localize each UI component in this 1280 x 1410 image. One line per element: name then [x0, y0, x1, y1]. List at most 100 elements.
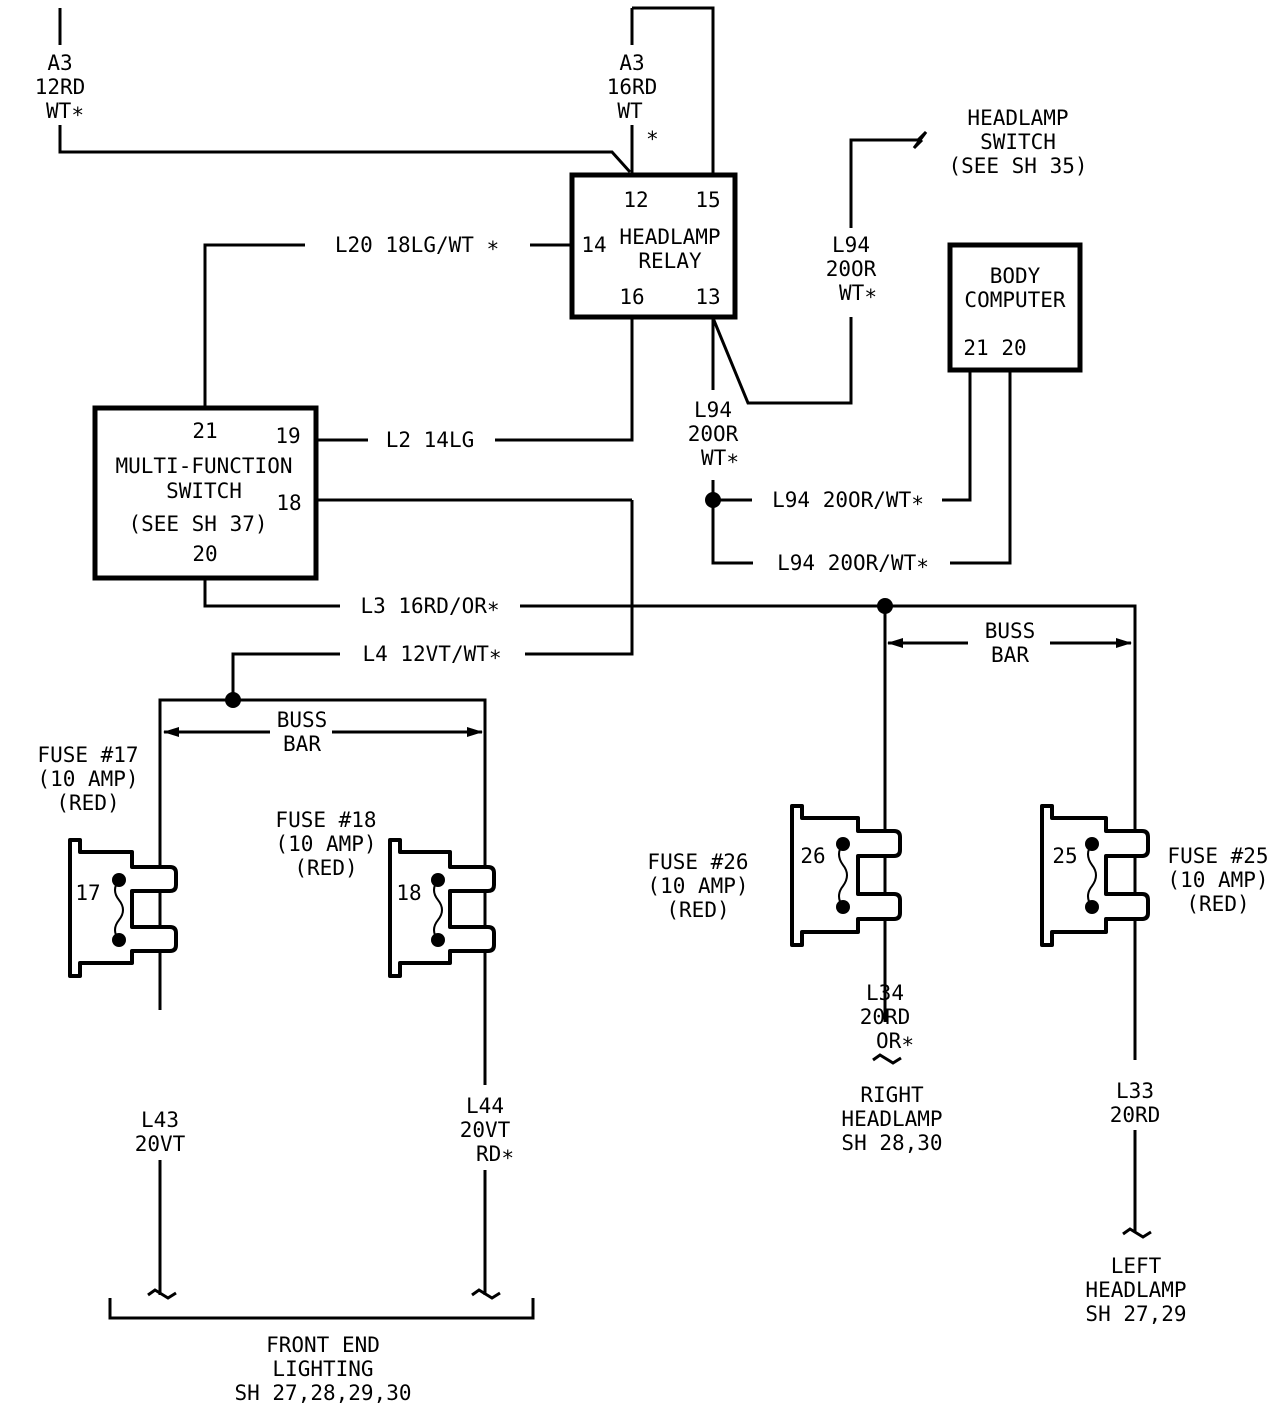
label-l94-to-bc20: L94 20OR/WT∗ — [777, 551, 929, 575]
sheet-reference: SH 28,30 — [841, 1131, 942, 1155]
label-l94-lower: L94 20OR WT∗ — [688, 398, 739, 470]
wire-gauge-color: 20RD — [860, 1005, 911, 1029]
label-l3: L3 16RD/OR∗ — [360, 594, 499, 618]
relay-pin-13: 13 — [695, 285, 720, 309]
wire-gauge-color: 20RD — [1110, 1103, 1161, 1127]
wire-gauge-color: 16RD — [607, 75, 658, 99]
wire-tracer: WT — [617, 99, 643, 123]
relay-pin-12: 12 — [623, 188, 648, 212]
label-l20: L20 18LG/WT ∗ — [335, 233, 499, 257]
component-name: SWITCH — [980, 130, 1056, 154]
buss-bar-text: BUSS — [985, 619, 1036, 643]
wire-code: A3 — [47, 51, 72, 75]
wire-code: L44 — [466, 1094, 504, 1118]
wire-gauge-color: 20VT — [460, 1118, 511, 1142]
switch-title: SWITCH — [166, 479, 242, 503]
label-l94-upper: L94 20OR WT∗ — [826, 233, 877, 305]
label-fuse-26: FUSE #26 (10 AMP) (RED) 26 — [647, 844, 825, 922]
wire-tracer-star: ∗ — [646, 123, 659, 147]
label-fuse-18: FUSE #18 (10 AMP) (RED) 18 — [275, 808, 421, 905]
wire-l4 — [158, 498, 634, 1085]
wire-tracer: WT∗ — [46, 99, 84, 123]
label-l43: L43 20VT — [135, 1108, 186, 1156]
switch-pin-21: 21 — [192, 419, 217, 443]
wire-a3-16rd — [630, 6, 715, 175]
splice-dot-l4 — [225, 692, 241, 708]
wire-tracer: WT∗ — [701, 446, 739, 470]
wire-l20 — [203, 243, 572, 408]
destination-name: LEFT — [1111, 1254, 1162, 1278]
fuse-title: FUSE #26 — [647, 850, 748, 874]
wire-tracer: RD∗ — [476, 1142, 514, 1166]
body-computer-title: BODY — [990, 264, 1041, 288]
body-computer-pins: 21 20 — [963, 336, 1026, 360]
relay-pin-16: 16 — [619, 285, 644, 309]
relay-title: RELAY — [638, 249, 702, 273]
relay-title: HEADLAMP — [619, 225, 720, 249]
label-front-end-lighting: FRONT END LIGHTING SH 27,28,29,30 — [234, 1333, 411, 1405]
destination-name: FRONT END — [266, 1333, 380, 1357]
fuse-rating: (10 AMP) — [647, 874, 748, 898]
switch-pin-19: 19 — [275, 424, 300, 448]
sheet-reference: (SEE SH 35) — [948, 154, 1087, 178]
label-fuse-25: FUSE #25 (10 AMP) (RED) 25 — [1052, 844, 1268, 916]
wire-l43-l44 — [147, 1160, 501, 1300]
destination-name: RIGHT — [860, 1083, 924, 1107]
label-left-headlamp: LEFT HEADLAMP SH 27,29 — [1085, 1254, 1186, 1326]
switch-pin-20: 20 — [192, 542, 217, 566]
multifunction-switch-box — [92, 405, 319, 581]
fuse-title: FUSE #18 — [275, 808, 376, 832]
wire-gauge-color: 20OR — [688, 422, 739, 446]
wire-code: L34 — [866, 981, 904, 1005]
label-l44: L44 20VT RD∗ — [460, 1094, 514, 1166]
fuse-26 — [790, 804, 902, 947]
wire-headlamp-switch — [711, 130, 928, 405]
buss-bar-text: BAR — [283, 732, 321, 756]
label-buss-bar-right: BUSS BAR — [985, 619, 1036, 667]
splice-dot-l3 — [877, 598, 893, 614]
label-buss-bar-left: BUSS BAR — [277, 708, 328, 756]
switch-title: MULTI-FUNCTION — [115, 454, 292, 478]
destination-name: LIGHTING — [272, 1357, 373, 1381]
splice-dot-l94 — [705, 492, 721, 508]
wire-l2 — [316, 318, 634, 442]
fuse-title: FUSE #25 — [1167, 844, 1268, 868]
body-computer-box — [947, 242, 1083, 373]
label-l2: L2 14LG — [386, 428, 475, 452]
front-end-bracket — [108, 1298, 535, 1320]
wire-code: L43 — [141, 1108, 179, 1132]
wire-a3-12rd — [58, 8, 632, 174]
fuse-title: FUSE #17 — [37, 743, 138, 767]
fuse-color: (RED) — [666, 898, 729, 922]
label-l33: L33 20RD — [1110, 1079, 1161, 1127]
fuse-number: 18 — [396, 881, 421, 905]
wire-l34-l33 — [872, 1053, 1152, 1239]
fuse-color: (RED) — [294, 856, 357, 880]
fuse-17 — [68, 838, 178, 978]
wire-tracer: OR∗ — [876, 1029, 914, 1053]
wire-code: L33 — [1116, 1079, 1154, 1103]
wire-gauge-color: 20VT — [135, 1132, 186, 1156]
label-l94-to-bc21: L94 20OR/WT∗ — [772, 488, 924, 512]
label-right-headlamp: RIGHT HEADLAMP SH 28,30 — [841, 1083, 942, 1155]
headlamp-relay-box — [569, 172, 738, 320]
wire-code: L94 — [694, 398, 732, 422]
buss-bar-text: BUSS — [277, 708, 328, 732]
sheet-reference: SH 27,28,29,30 — [234, 1381, 411, 1405]
fuse-number: 17 — [75, 881, 100, 905]
wire-code: L94 — [832, 233, 870, 257]
label-fuse-17: FUSE #17 (10 AMP) (RED) 17 — [37, 743, 138, 905]
relay-pin-15: 15 — [695, 188, 720, 212]
label-a3-16rd: A3 16RD WT ∗ — [607, 51, 659, 147]
fuse-number: 26 — [800, 844, 825, 868]
body-computer-title: COMPUTER — [964, 288, 1066, 312]
switch-sheet-ref: (SEE SH 37) — [128, 512, 267, 536]
label-l4: L4 12VT/WT∗ — [362, 642, 501, 666]
wire-gauge-color: 20OR — [826, 257, 877, 281]
fuse-18 — [388, 838, 496, 978]
label-l34: L34 20RD OR∗ — [860, 981, 914, 1053]
fuse-color: (RED) — [56, 791, 119, 815]
relay-pin-14: 14 — [581, 233, 606, 257]
fuse-rating: (10 AMP) — [275, 832, 376, 856]
